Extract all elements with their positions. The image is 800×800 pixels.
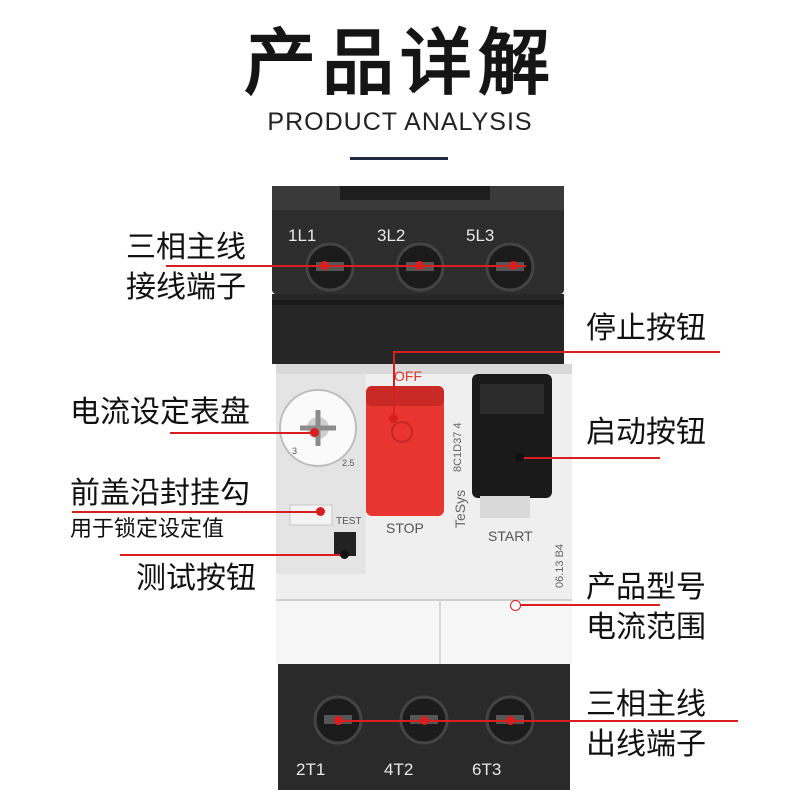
dial-mark-3: 3 (292, 446, 298, 456)
leader-model (514, 604, 660, 606)
leader-current-dial (170, 432, 315, 434)
leader-stop-button (393, 351, 720, 353)
label-test-button: 测试按钮 (136, 561, 256, 596)
label-input-terminal-line2: 接线端子 (126, 270, 246, 305)
label-seal-hook-line2: 用于锁定设定值 (70, 517, 225, 542)
terminal-label-4t2: 4T2 (384, 760, 414, 779)
page-title: 产品详解 (243, 20, 556, 105)
label-input-terminal-line1: 三相主线 (126, 230, 246, 265)
leader-input-terminal (166, 265, 526, 267)
leader-seal-hook (72, 511, 320, 513)
brand-label: TeSys (452, 489, 468, 528)
label-model-line1: 产品型号 (586, 570, 706, 605)
leader-test-button (120, 554, 346, 556)
terminal-label-3l2: 3L2 (377, 226, 406, 245)
start-label: START (488, 528, 533, 544)
label-seal-hook-line1: 前盖沿封挂勾 (70, 476, 250, 511)
label-start-button: 启动按钮 (586, 415, 706, 450)
label-output-terminal-line1: 三相主线 (586, 687, 706, 722)
label-model-line2: 电流范围 (586, 610, 706, 645)
terminal-label-5l3: 5L3 (466, 226, 495, 245)
label-current-dial: 电流设定表盘 (70, 395, 250, 430)
off-label: OFF (394, 368, 422, 384)
label-stop-button: 停止按钮 (586, 311, 706, 346)
terminal-label-6t3: 6T3 (472, 760, 502, 779)
device-code-1: 8C1D37 4 (452, 422, 464, 472)
top-terminal-screws (305, 242, 535, 292)
stop-label: STOP (386, 520, 424, 536)
device-code-2: 06.13 B4 (554, 543, 566, 588)
leader-output-terminal (338, 720, 738, 722)
title-underline (350, 157, 448, 160)
leader-start-button (520, 457, 660, 459)
label-output-terminal-line2: 出线端子 (586, 727, 706, 762)
terminal-label-1l1: 1L1 (288, 226, 317, 245)
test-label: TEST (336, 516, 362, 527)
terminal-label-2t1: 2T1 (296, 760, 326, 779)
page-subtitle: PRODUCT ANALYSIS (267, 108, 533, 136)
dial-mark-2-5: 2.5 (342, 458, 355, 468)
